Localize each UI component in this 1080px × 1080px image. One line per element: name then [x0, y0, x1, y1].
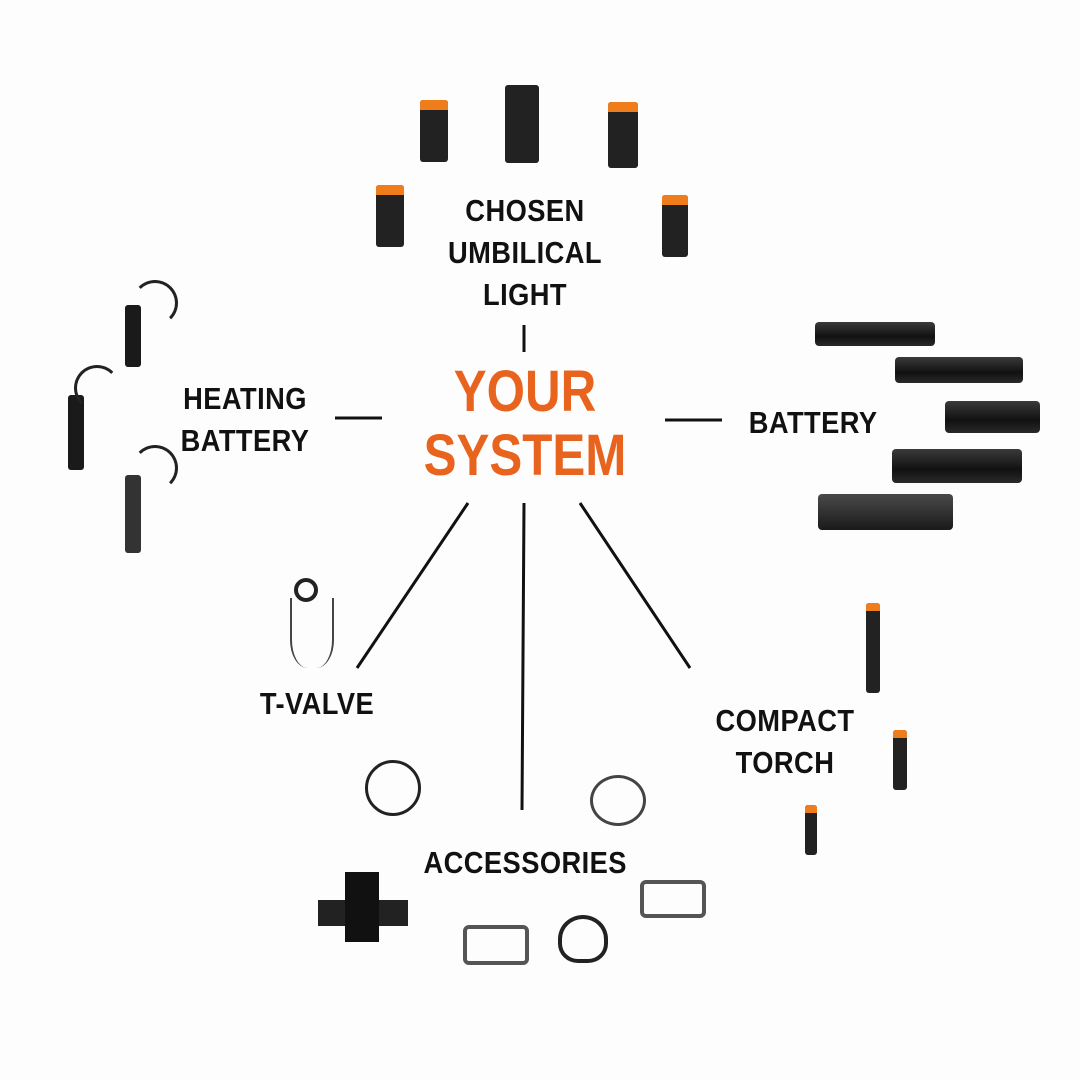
heating-battery-cable — [132, 280, 178, 326]
compact-torch-image — [805, 805, 817, 855]
line-to-t-valve — [355, 502, 470, 669]
line-to-accessories — [520, 502, 526, 811]
t-valve-label: T-VALVE — [259, 686, 375, 721]
heating-battery-cable — [132, 445, 178, 491]
accessory-cable-image — [590, 775, 646, 826]
accessory-cable-image — [365, 760, 421, 816]
accessory-bracket-image — [463, 925, 529, 965]
t-valve-cable — [290, 598, 334, 668]
umbilical-light-image — [608, 102, 638, 168]
compact-torch-image — [866, 603, 880, 693]
accessory-t-connector-image — [345, 872, 379, 942]
label-line: CHOSEN — [465, 193, 585, 228]
center-title-line1: YOUR — [453, 359, 597, 424]
accessories-label: ACCESSORIES — [423, 845, 627, 880]
center-title: YOUR SYSTEM — [419, 360, 632, 488]
battery-label: BATTERY — [748, 405, 878, 440]
label-line: UMBILICAL — [448, 235, 602, 270]
battery-image — [895, 357, 1023, 383]
heating-battery-cable — [74, 365, 120, 411]
label-line: HEATING — [183, 381, 307, 416]
heating-battery-image — [68, 395, 84, 470]
label-line: COMPACT — [715, 703, 855, 738]
compact-torch-label: COMPACT TORCH — [715, 700, 856, 784]
label-line: TORCH — [735, 745, 835, 780]
umbilical-light-image — [505, 85, 539, 163]
center-title-line2: SYSTEM — [423, 423, 627, 488]
line-to-compact-torch — [578, 502, 692, 669]
accessory-bracket-image — [640, 880, 706, 918]
battery-image — [818, 494, 953, 530]
heating-battery-image — [125, 475, 141, 553]
umbilical-light-image — [662, 195, 688, 257]
label-line: LIGHT — [482, 277, 568, 312]
battery-image — [815, 322, 935, 346]
battery-image — [892, 449, 1022, 483]
umbilical-light-label: CHOSEN UMBILICAL LIGHT — [433, 190, 618, 316]
accessory-goodman-handle-image — [558, 915, 608, 963]
battery-image — [945, 401, 1040, 433]
label-line: BATTERY — [180, 423, 310, 458]
umbilical-light-image — [420, 100, 448, 162]
umbilical-light-image — [376, 185, 404, 247]
heating-battery-label: HEATING BATTERY — [175, 378, 316, 462]
heating-battery-image — [125, 305, 141, 367]
compact-torch-image — [893, 730, 907, 790]
